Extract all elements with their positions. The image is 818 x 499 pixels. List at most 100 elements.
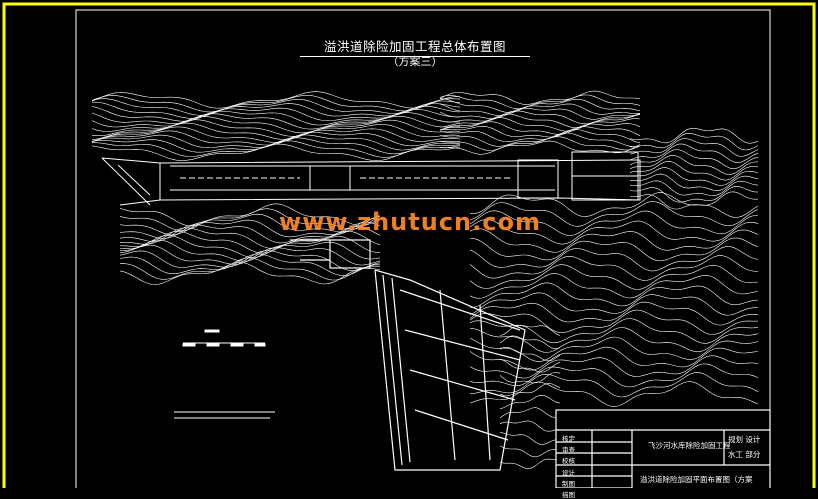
contour-line	[629, 186, 759, 203]
contour-line	[469, 255, 759, 281]
contour-line	[439, 90, 641, 105]
contour-line	[499, 372, 561, 384]
contour-line	[91, 112, 461, 130]
contour-line	[469, 228, 759, 253]
contour-line	[91, 143, 461, 161]
contour-line	[119, 208, 381, 231]
drawing-canvas	[2, 2, 816, 488]
contour-line	[91, 95, 461, 113]
contour-line	[499, 420, 561, 432]
contour-line	[91, 137, 461, 155]
contour-line	[469, 264, 759, 290]
contour-line	[469, 372, 759, 398]
contour-line	[439, 117, 641, 132]
spillway-channel	[101, 151, 641, 206]
contour-line	[629, 154, 759, 175]
contour-line	[119, 239, 381, 262]
contour-line	[629, 180, 759, 197]
contour-line	[469, 219, 759, 245]
contour-line	[499, 335, 561, 350]
contour-line	[499, 347, 561, 362]
contour-line	[91, 116, 461, 134]
contour-line	[469, 282, 759, 308]
drawing-frame-outer	[2, 2, 816, 488]
contour-line	[629, 167, 759, 186]
contour-line	[469, 318, 759, 344]
title-block-drawing-name: 溢洪道除险加固平面布置图（方案	[640, 475, 753, 484]
contour-line	[439, 125, 641, 138]
title-block-stage-bottom: 水工 部分	[728, 450, 761, 459]
contour-line	[469, 327, 759, 353]
contour-line	[119, 257, 381, 281]
drawing-title: 溢洪道除险加固工程总体布置图	[300, 36, 530, 57]
contour-line	[499, 445, 561, 458]
contour-line	[119, 250, 381, 271]
contour-line	[91, 91, 461, 109]
title-block-label-design: 设计	[562, 469, 575, 477]
contour-line	[469, 336, 759, 362]
contour-line	[469, 363, 759, 388]
contour-line	[629, 191, 758, 210]
contour-line	[469, 273, 759, 299]
title-block-label-tracing: 描图	[562, 491, 575, 499]
contour-line	[469, 237, 759, 262]
contour-line	[629, 138, 759, 157]
note-lines	[174, 411, 275, 419]
contour-line	[439, 94, 641, 110]
contour-line	[119, 253, 381, 276]
contour-line	[91, 119, 461, 137]
contour-line	[119, 213, 381, 236]
contour-line	[469, 355, 759, 379]
scale-bar	[182, 329, 266, 347]
title-block-label-drafting: 制图	[562, 480, 575, 488]
contour-line	[91, 108, 461, 126]
watermark-text: www.zhutucn.com	[279, 208, 541, 236]
contour-line	[629, 132, 759, 151]
contour-line	[92, 101, 461, 119]
contour-line	[439, 113, 641, 129]
contour-line	[91, 122, 461, 140]
contour-line	[629, 173, 759, 192]
contour-line	[439, 107, 641, 120]
contour-line	[499, 382, 561, 397]
contour-line	[629, 160, 759, 181]
contour-line	[499, 324, 561, 336]
contour-line	[91, 134, 461, 151]
terrain-contours	[91, 90, 759, 470]
title-block-label-check: 校核	[562, 457, 575, 465]
contour-line	[119, 221, 381, 244]
contour-line	[439, 129, 641, 143]
contour-line	[469, 292, 758, 316]
title-block-label-approve: 核定	[562, 435, 575, 443]
contour-line	[629, 149, 759, 170]
title-block-stage-top: 规划 设计	[728, 435, 761, 444]
contour-line	[499, 394, 561, 410]
contour-line	[91, 140, 461, 158]
contour-line	[119, 244, 381, 266]
contour-line	[499, 358, 561, 373]
contour-line	[469, 346, 759, 371]
contour-line	[469, 301, 759, 326]
contour-line	[439, 140, 641, 155]
contour-line	[439, 121, 641, 135]
contour-line	[439, 132, 641, 148]
title-block-label-review: 审查	[562, 446, 575, 454]
contour-line	[499, 432, 561, 445]
contour-line	[469, 246, 759, 272]
title-block-project-name: 飞沙河水库除险加固工程	[648, 441, 731, 450]
drawing-frame-inner	[75, 9, 771, 488]
contour-line	[469, 381, 759, 407]
contour-line	[629, 127, 759, 144]
contour-line	[469, 201, 759, 227]
contour-line	[439, 98, 641, 113]
contour-line	[439, 136, 641, 151]
contour-line	[439, 103, 641, 117]
title-block	[555, 409, 771, 488]
drawing-subtitle: （方案三）	[387, 55, 443, 68]
contour-line	[469, 210, 759, 236]
contour-line	[629, 143, 759, 164]
stilling-basin	[290, 239, 526, 471]
contour-line	[119, 262, 381, 285]
contour-line	[439, 110, 641, 125]
contour-line	[469, 309, 759, 335]
